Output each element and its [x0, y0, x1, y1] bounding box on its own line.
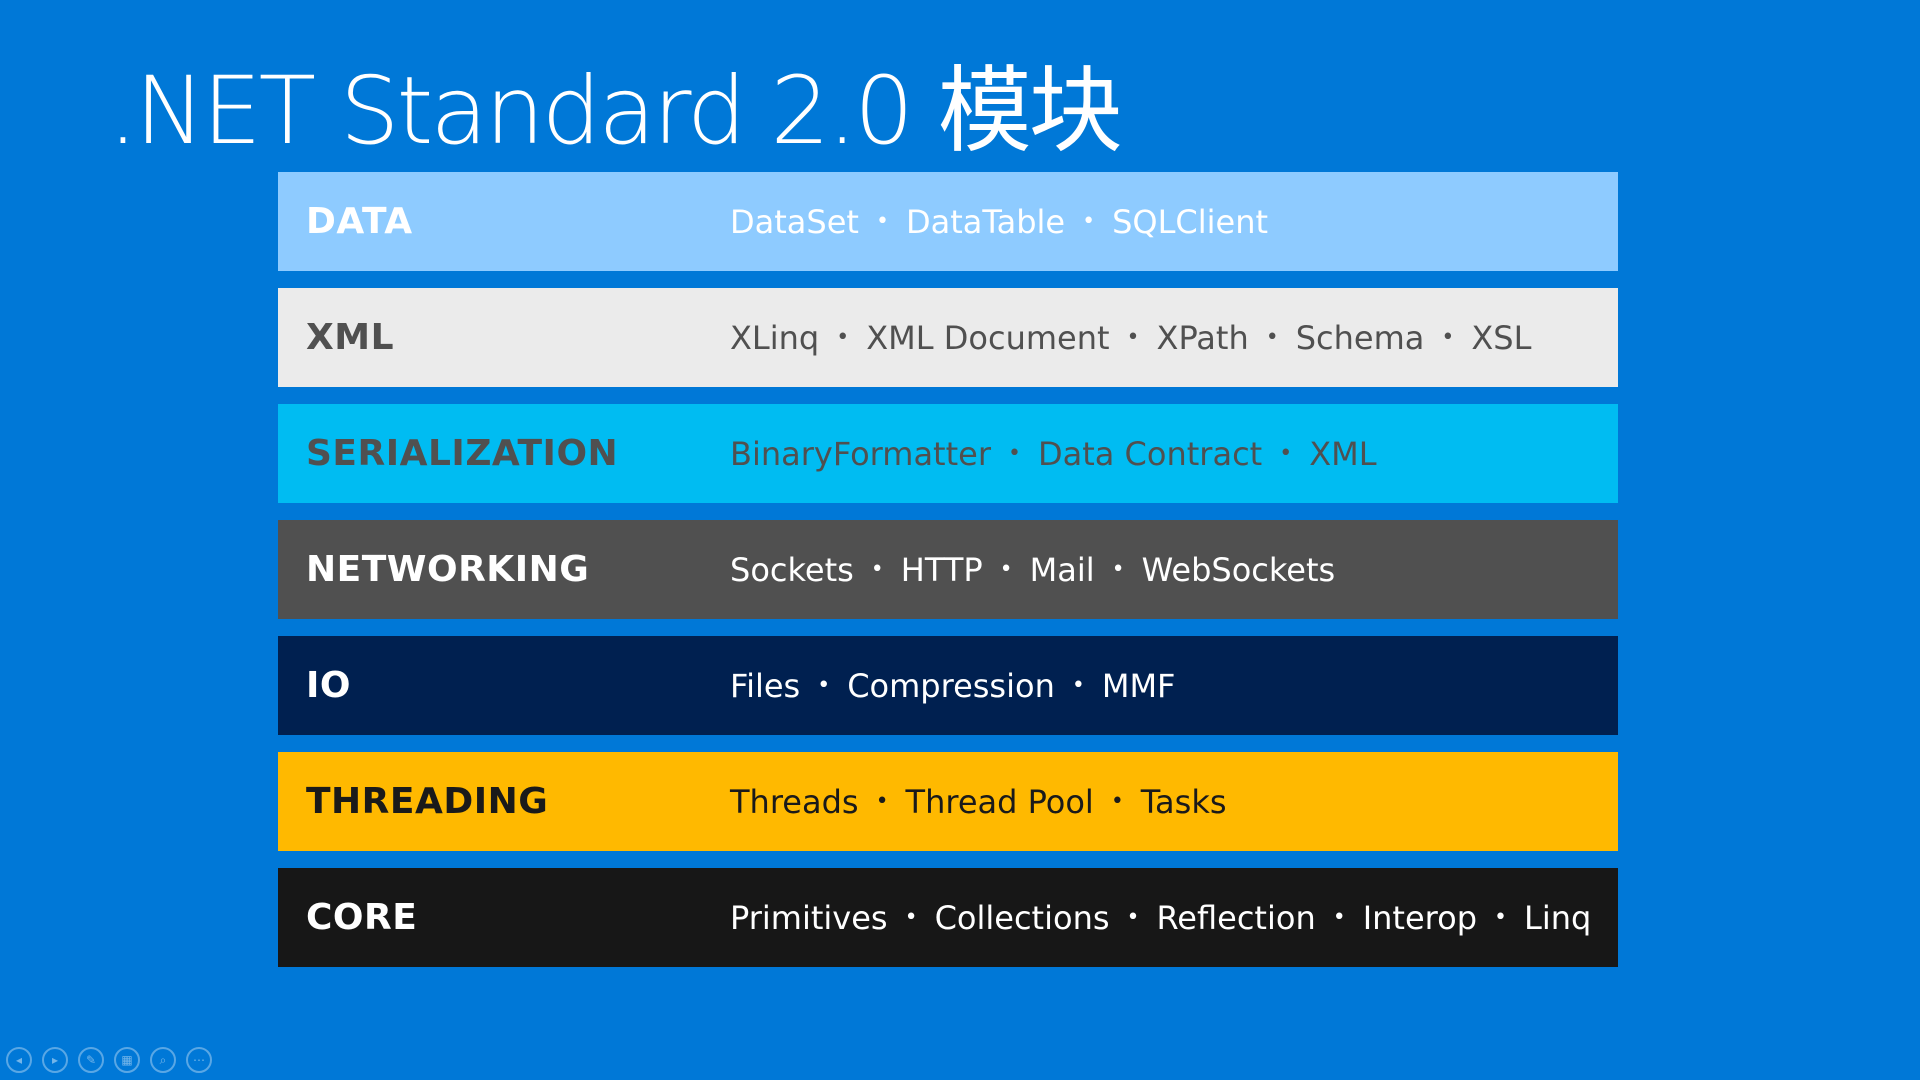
- ellipsis-icon: ⋯: [193, 1053, 205, 1067]
- see-all-slides-button[interactable]: ▦: [114, 1047, 140, 1073]
- module-item: MMF: [1101, 666, 1176, 705]
- module-row-serialization: SERIALIZATION BinaryFormatter • Data Con…: [278, 404, 1618, 503]
- bullet-separator: •: [1110, 788, 1124, 814]
- bullet-separator: •: [1332, 904, 1346, 930]
- pen-tool-button[interactable]: ✎: [78, 1047, 104, 1073]
- module-items: BinaryFormatter • Data Contract • XML: [730, 434, 1377, 474]
- module-item: WebSockets: [1141, 550, 1336, 589]
- module-item: Sockets: [730, 550, 854, 589]
- presentation-toolbar: ◂ ▸ ✎ ▦ ⌕ ⋯: [6, 1047, 212, 1073]
- bullet-separator: •: [1126, 904, 1140, 930]
- module-item: Schema: [1295, 318, 1425, 357]
- bullet-separator: •: [1007, 440, 1021, 466]
- bullet-separator: •: [1082, 208, 1096, 234]
- bullet-separator: •: [1494, 904, 1507, 930]
- module-name: IO: [306, 664, 351, 706]
- module-item: Compression: [847, 666, 1055, 705]
- slide-title: .NET Standard 2.0 模块: [108, 57, 1123, 166]
- more-options-button[interactable]: ⋯: [186, 1047, 212, 1073]
- module-items: XLinq • XML Document • XPath • Schema • …: [730, 318, 1531, 358]
- module-items: Sockets • HTTP • Mail • WebSockets: [730, 550, 1335, 590]
- bullet-separator: •: [1071, 672, 1085, 698]
- bullet-separator: •: [1279, 440, 1293, 466]
- module-item: Files: [730, 666, 801, 705]
- module-item: Data Contract: [1037, 434, 1263, 473]
- bullet-separator: •: [904, 904, 918, 930]
- module-items: Primitives • Collections • Reflection • …: [730, 898, 1591, 938]
- previous-slide-button[interactable]: ◂: [6, 1047, 32, 1073]
- module-item: Primitives: [730, 898, 888, 937]
- bullet-separator: •: [875, 788, 889, 814]
- module-name: CORE: [306, 896, 418, 938]
- module-item: Interop: [1362, 898, 1477, 937]
- module-stack: DATA DataSet • DataTable • SQLClient XML…: [278, 172, 1618, 967]
- module-item: XML Document: [866, 318, 1110, 357]
- chevron-right-icon: ▸: [51, 1053, 59, 1067]
- module-row-xml: XML XLinq • XML Document • XPath • Schem…: [278, 288, 1618, 387]
- module-row-threading: THREADING Threads • Thread Pool • Tasks: [278, 752, 1618, 851]
- module-row-io: IO Files • Compression • MMF: [278, 636, 1618, 735]
- module-item: SQLClient: [1112, 202, 1269, 241]
- bullet-separator: •: [870, 556, 884, 582]
- module-row-networking: NETWORKING Sockets • HTTP • Mail • WebSo…: [278, 520, 1618, 619]
- module-item: Collections: [934, 898, 1110, 937]
- module-item: XPath: [1156, 318, 1249, 357]
- bullet-separator: •: [1126, 324, 1140, 350]
- module-item: BinaryFormatter: [730, 434, 991, 473]
- module-item: Linq: [1523, 898, 1592, 937]
- bullet-separator: •: [1111, 556, 1125, 582]
- module-item: DataTable: [905, 202, 1066, 241]
- bullet-separator: •: [817, 672, 831, 698]
- bullet-separator: •: [1441, 324, 1455, 350]
- module-item: Tasks: [1140, 782, 1227, 821]
- module-name: SERIALIZATION: [306, 432, 619, 474]
- module-name: XML: [306, 316, 395, 358]
- bullet-separator: •: [875, 208, 889, 234]
- module-name: DATA: [306, 200, 413, 242]
- module-item: XLinq: [730, 318, 820, 357]
- chevron-left-icon: ◂: [15, 1053, 23, 1067]
- module-items: DataSet • DataTable • SQLClient: [730, 202, 1268, 242]
- module-item: XSL: [1471, 318, 1532, 357]
- magnifier-icon: ⌕: [159, 1053, 167, 1067]
- module-name: THREADING: [306, 780, 549, 822]
- bullet-separator: •: [999, 556, 1013, 582]
- module-item: Reflection: [1156, 898, 1316, 937]
- module-items: Threads • Thread Pool • Tasks: [730, 782, 1227, 822]
- bullet-separator: •: [836, 324, 850, 350]
- module-row-data: DATA DataSet • DataTable • SQLClient: [278, 172, 1618, 271]
- slides-grid-icon: ▦: [121, 1053, 133, 1067]
- module-item: HTTP: [900, 550, 983, 589]
- module-item: Threads: [730, 782, 859, 821]
- zoom-button[interactable]: ⌕: [150, 1047, 176, 1073]
- module-item: DataSet: [730, 202, 859, 241]
- bullet-separator: •: [1265, 324, 1279, 350]
- module-items: Files • Compression • MMF: [730, 666, 1175, 706]
- module-item: XML: [1309, 434, 1377, 473]
- next-slide-button[interactable]: ▸: [42, 1047, 68, 1073]
- module-item: Mail: [1029, 550, 1095, 589]
- module-row-core: CORE Primitives • Collections • Reflecti…: [278, 868, 1618, 967]
- module-item: Thread Pool: [905, 782, 1094, 821]
- module-name: NETWORKING: [306, 548, 590, 590]
- pen-icon: ✎: [85, 1053, 97, 1067]
